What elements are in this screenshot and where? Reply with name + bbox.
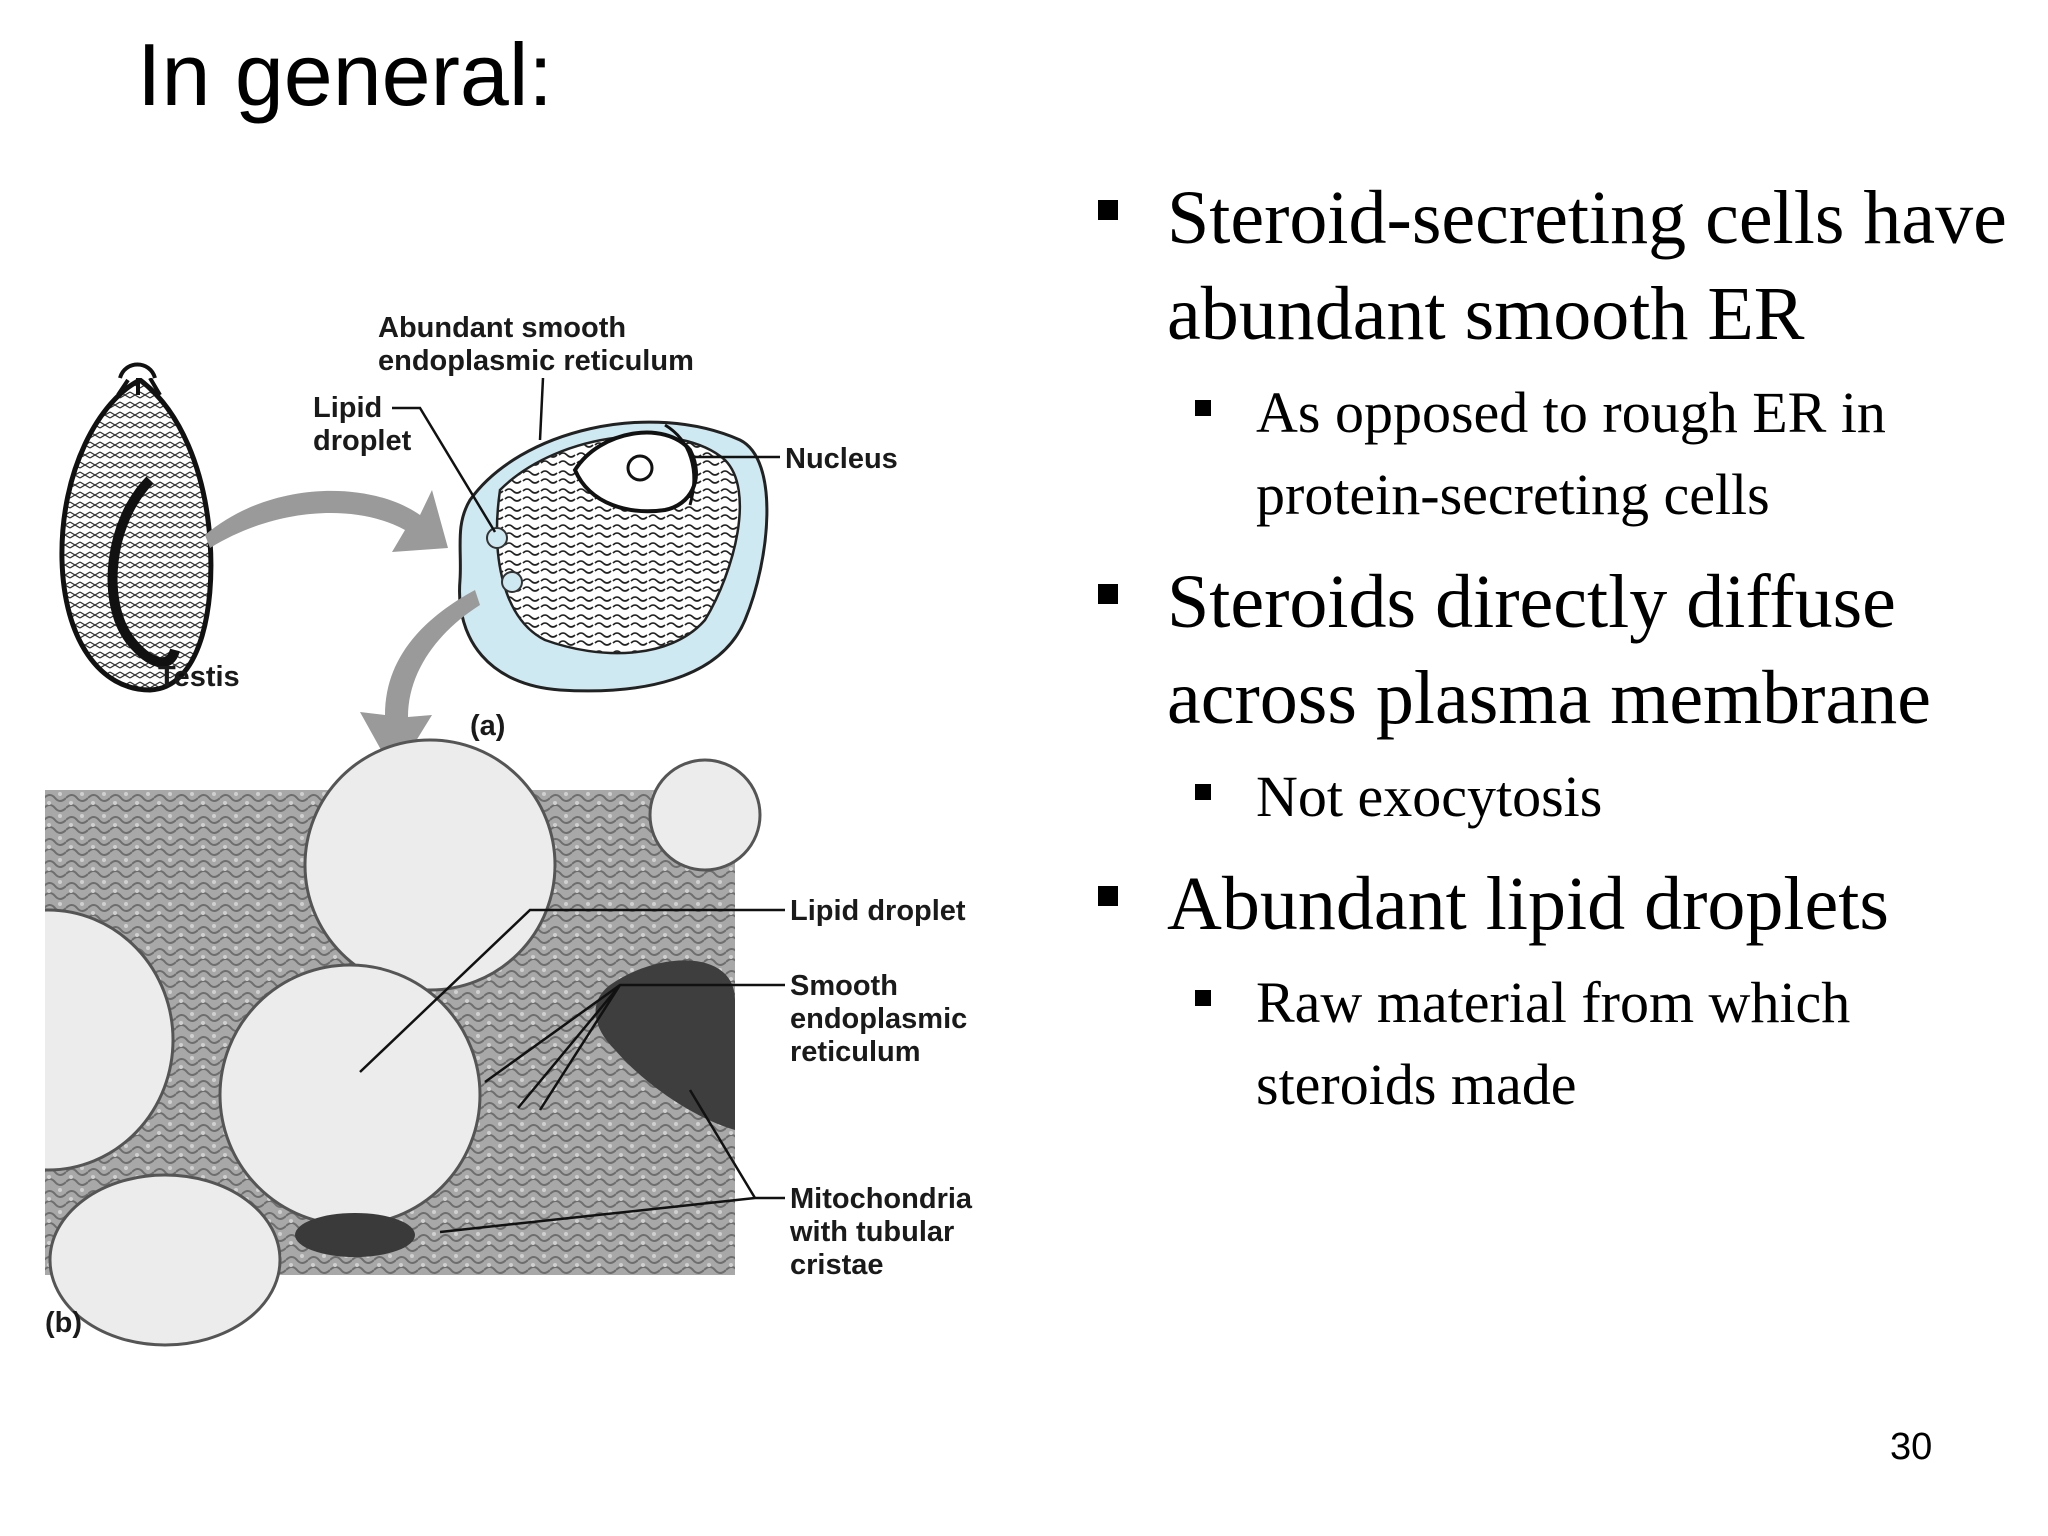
label-b-smooth: Smooth xyxy=(790,970,898,1002)
label-b-reticulum: reticulum xyxy=(790,1036,921,1068)
label-b-cristae: cristae xyxy=(790,1249,884,1281)
label-b-with-tubular: with tubular xyxy=(789,1216,954,1248)
page-number: 30 xyxy=(1890,1426,1933,1468)
arrow-to-micrograph xyxy=(360,590,480,775)
slide-title: In general: xyxy=(137,25,553,124)
label-panel-b: (b) xyxy=(45,1307,82,1339)
label-lipid: Lipid xyxy=(313,392,382,424)
steroid-cell-figure: Abundant smooth endoplasmic reticulum Li… xyxy=(0,312,973,1347)
bullet-text: Steroid-secreting cells have abundant sm… xyxy=(1167,176,2007,356)
electron-micrograph xyxy=(0,738,762,1347)
label-endoplasmic-reticulum: endoplasmic reticulum xyxy=(378,345,694,377)
subbullet-raw-material: Raw material from which steroids made xyxy=(1090,962,2020,1126)
subbullet-not-exocytosis: Not exocytosis xyxy=(1090,756,2020,838)
bullet-square-icon xyxy=(1098,584,1118,604)
bullet-text: Steroids directly diffuse across plasma … xyxy=(1167,560,1931,740)
bullet-smooth-er: Steroid-secreting cells have abundant sm… xyxy=(1090,170,2020,362)
label-b-mitochondria: Mitochondria xyxy=(790,1183,973,1215)
bullet-square-icon xyxy=(1195,784,1211,800)
subbullet-rough-er: As opposed to rough ER in protein-secret… xyxy=(1090,372,2020,536)
subbullet-text: Not exocytosis xyxy=(1256,764,1603,829)
label-b-endoplasmic: endoplasmic xyxy=(790,1003,967,1035)
subbullet-text: Raw material from which steroids made xyxy=(1256,970,1851,1117)
steroid-cell-illustration xyxy=(458,420,769,693)
testis-illustration xyxy=(59,362,214,693)
arrow-to-cell xyxy=(205,490,448,552)
bullet-lipid-droplets: Abundant lipid droplets xyxy=(1090,856,2020,952)
bullet-diffuse: Steroids directly diffuse across plasma … xyxy=(1090,554,2020,746)
bullet-text: Abundant lipid droplets xyxy=(1167,862,1889,946)
label-abundant-smooth: Abundant smooth xyxy=(378,312,626,344)
subbullet-text: As opposed to rough ER in protein-secret… xyxy=(1256,380,1886,527)
label-nucleus: Nucleus xyxy=(785,443,898,475)
bullet-square-icon xyxy=(1098,886,1118,906)
label-b-lipid-droplet: Lipid droplet xyxy=(790,895,966,927)
bullet-square-icon xyxy=(1195,990,1211,1006)
bullet-square-icon xyxy=(1195,400,1211,416)
label-testis: Testis xyxy=(158,661,240,693)
bullet-list: Steroid-secreting cells have abundant sm… xyxy=(1090,170,2020,1126)
label-panel-a: (a) xyxy=(470,710,505,742)
bullet-square-icon xyxy=(1098,200,1118,220)
label-droplet: droplet xyxy=(313,425,412,457)
